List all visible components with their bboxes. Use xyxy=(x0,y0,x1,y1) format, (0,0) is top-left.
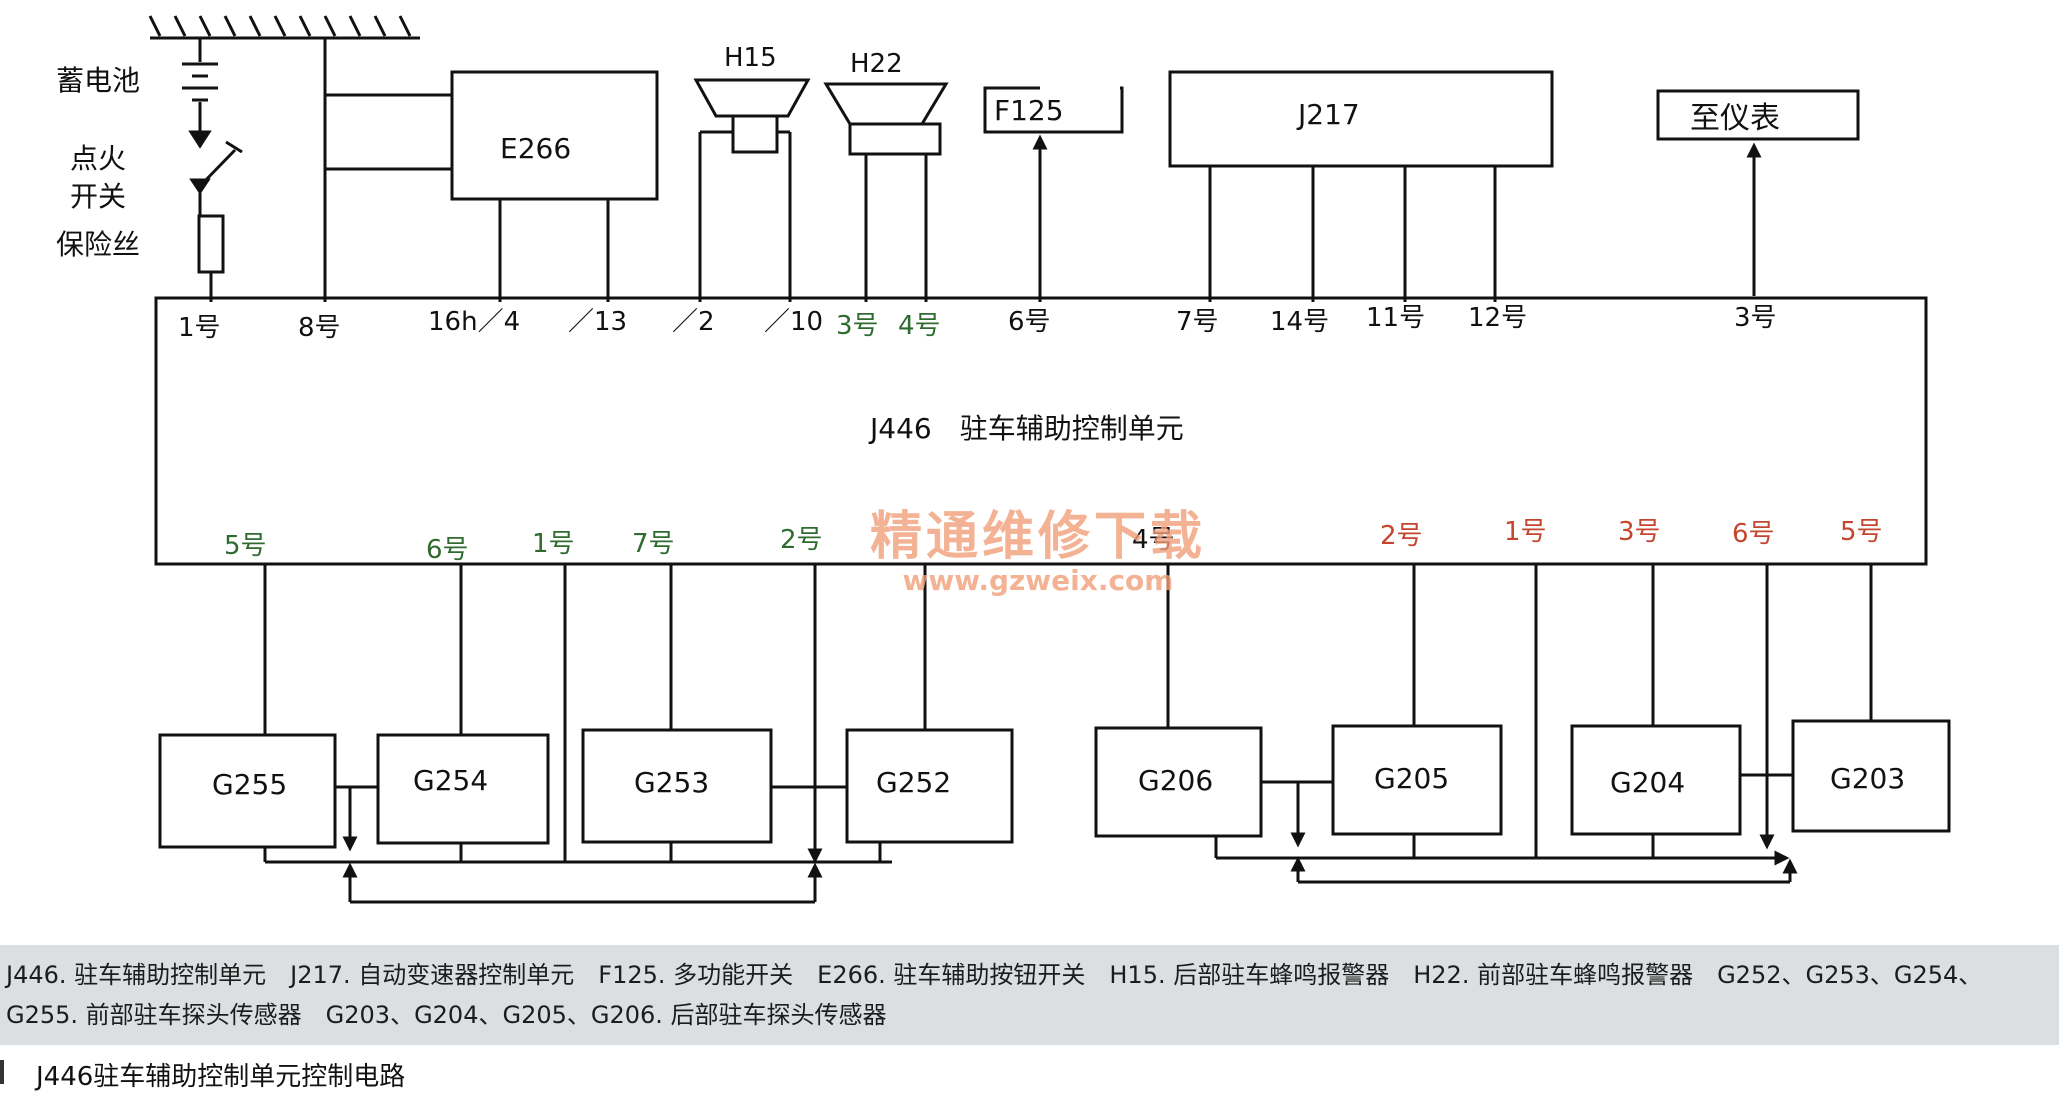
j446-control-unit-box xyxy=(154,296,1928,566)
pin-5-rear: 5号 xyxy=(1840,517,1883,547)
pin-3-rear: 3号 xyxy=(1618,517,1661,547)
legend-text: J446. 驻车辅助控制单元 J217. 自动变速器控制单元 F125. 多功能… xyxy=(6,961,1983,1029)
pin-14-top: 14号 xyxy=(1270,307,1329,337)
g204-box xyxy=(1570,724,1742,836)
j217-box xyxy=(1168,70,1554,168)
figure-caption: J446驻车辅助控制单元控制电路 xyxy=(36,1062,406,1092)
pin-12-top: 12号 xyxy=(1468,303,1527,333)
fuse-symbol xyxy=(197,214,225,274)
g206-label: G206 xyxy=(1138,764,1213,797)
pin-1-rear: 1号 xyxy=(1504,517,1547,547)
e266-label: E266 xyxy=(500,132,571,165)
pin-3-meter-top: 3号 xyxy=(1734,303,1777,333)
pin-10-top: ／10 xyxy=(764,307,823,337)
pin-7-front: 7号 xyxy=(632,529,675,559)
g255-box xyxy=(158,733,337,849)
f125-box xyxy=(983,86,1124,134)
ignition-switch-symbol xyxy=(189,140,243,195)
pin-1-front: 1号 xyxy=(532,529,575,559)
fuse-label: 保险丝 xyxy=(56,228,140,261)
pin-4-top: 4号 xyxy=(898,311,941,341)
g204-label: G204 xyxy=(1610,766,1685,799)
g205-label: G205 xyxy=(1374,762,1449,795)
battery-symbol xyxy=(182,62,218,102)
pin-4-rear: 4号 xyxy=(1132,525,1175,555)
f125-label: F125 xyxy=(994,94,1064,127)
pin-2-front: 2号 xyxy=(780,525,823,555)
g254-box xyxy=(376,733,550,845)
h22-buzzer-symbol xyxy=(823,82,949,156)
pin-7-top: 7号 xyxy=(1176,307,1219,337)
pin-1-top: 1号 xyxy=(178,313,221,343)
j217-label: J217 xyxy=(1296,98,1360,131)
g253-label: G253 xyxy=(634,766,709,799)
ignition-label-2: 开关 xyxy=(70,180,126,213)
pin-2-top: ／2 xyxy=(672,307,715,337)
e266-box xyxy=(450,70,659,201)
g255-label: G255 xyxy=(212,768,287,801)
pin-16h-4-top: 16h／4 xyxy=(428,307,520,337)
pin-6-top: 6号 xyxy=(1008,307,1051,337)
h15-buzzer-symbol xyxy=(693,78,811,154)
pin-5-front: 5号 xyxy=(224,531,267,561)
ignition-label-1: 点火 xyxy=(70,142,126,175)
pin-6-front: 6号 xyxy=(426,535,469,565)
g205-box xyxy=(1331,724,1503,836)
to-meter-label: 至仪表 xyxy=(1690,101,1780,136)
to-meter-box xyxy=(1656,89,1860,141)
pin-13-top: ／13 xyxy=(568,307,627,337)
ground-hatch xyxy=(148,15,412,37)
battery-label: 蓄电池 xyxy=(56,64,140,97)
figure-marker xyxy=(0,1060,4,1084)
pin-11-top: 11号 xyxy=(1366,303,1425,333)
g252-label: G252 xyxy=(876,766,951,799)
pin-2-rear: 2号 xyxy=(1380,521,1423,551)
pin-3-top: 3号 xyxy=(836,311,879,341)
g203-label: G203 xyxy=(1830,762,1905,795)
g254-label: G254 xyxy=(413,764,488,797)
h15-label: H15 xyxy=(724,43,777,73)
h22-label: H22 xyxy=(850,49,903,79)
control-unit-title: J446 驻车辅助控制单元 xyxy=(868,412,1184,445)
pin-6-rear: 6号 xyxy=(1732,519,1775,549)
legend-band xyxy=(0,945,2059,1045)
pin-8-top: 8号 xyxy=(298,313,341,343)
